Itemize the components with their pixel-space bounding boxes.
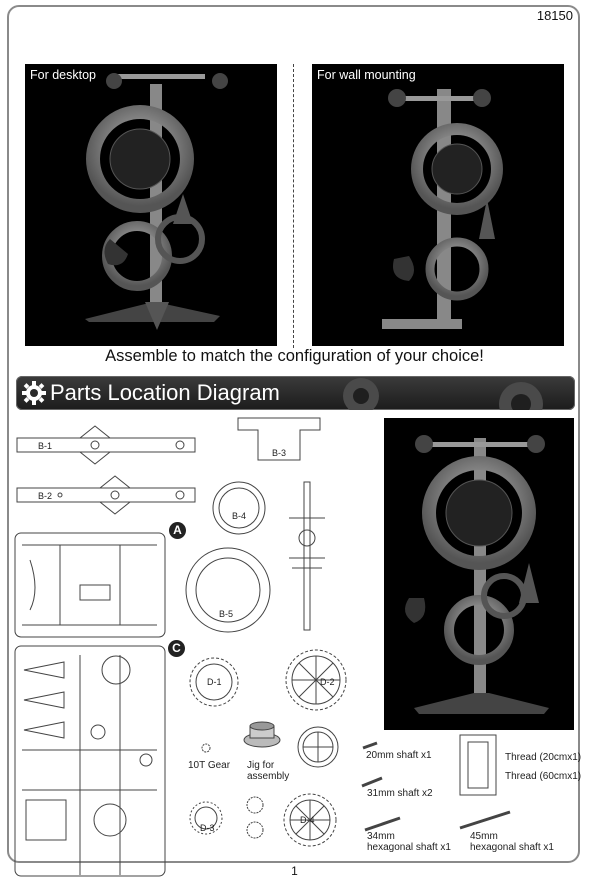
gear-icon bbox=[22, 381, 46, 405]
label-d3: D-3 bbox=[200, 823, 215, 833]
shaft-31mm bbox=[361, 776, 383, 788]
shaft-20mm bbox=[362, 741, 378, 750]
label-shaft-31mm: 31mm shaft x2 bbox=[367, 788, 433, 799]
label-shaft-20mm: 20mm shaft x1 bbox=[366, 750, 432, 761]
product-code: 18150 bbox=[536, 8, 573, 23]
label-b4: B-4 bbox=[232, 511, 247, 521]
section-banner: Parts Location Diagram bbox=[16, 376, 575, 410]
label-shaft-34mm: 34mm hexagonal shaft x1 bbox=[367, 831, 451, 853]
part-d3-gear bbox=[189, 801, 223, 835]
label-b5: B-5 bbox=[219, 609, 234, 619]
label-d1: D-1 bbox=[207, 677, 222, 687]
photo-wall: For wall mounting bbox=[312, 64, 564, 346]
part-b1-frame bbox=[16, 425, 196, 465]
page-number: 1 bbox=[291, 864, 298, 878]
sprue-a-badge: A bbox=[169, 522, 186, 539]
label-10t-gear: 10T Gear bbox=[188, 760, 231, 771]
photo-desktop: For desktop bbox=[25, 64, 277, 346]
part-b4-ring bbox=[212, 481, 266, 535]
page-border bbox=[7, 5, 580, 863]
clock-assembled-image bbox=[405, 435, 549, 714]
sprue-c-badge: C bbox=[168, 640, 185, 657]
part-d3-wheel bbox=[297, 726, 339, 768]
label-thread-20cm: Thread (20cmx1) bbox=[505, 752, 582, 763]
gear-decoration-icon bbox=[343, 378, 543, 410]
part-d1-gear bbox=[189, 657, 239, 707]
label-b3: B-3 bbox=[272, 448, 287, 458]
part-jig bbox=[243, 721, 281, 748]
label-shaft-45mm: 45mm hexagonal shaft x1 bbox=[470, 831, 554, 853]
part-b5-dial bbox=[185, 547, 271, 633]
label-thread-60cm: Thread (60cmx1) bbox=[505, 771, 582, 782]
shaft-34mm bbox=[364, 816, 401, 832]
parts-diagram bbox=[14, 417, 511, 877]
shaft-45mm bbox=[459, 810, 511, 830]
thread-spool bbox=[459, 734, 497, 796]
sprue-a bbox=[14, 532, 166, 638]
clock-wall-image bbox=[382, 89, 503, 329]
part-d2-gear bbox=[285, 649, 347, 711]
assembly-caption: Assemble to match the configuration of y… bbox=[105, 347, 484, 365]
section-title: Parts Location Diagram bbox=[50, 380, 280, 405]
photo-assembled-clock bbox=[384, 418, 574, 730]
label-d4: D-4 bbox=[300, 815, 315, 825]
label-jig: Jig for assembly bbox=[247, 760, 290, 782]
part-d4-gear bbox=[283, 793, 337, 847]
label-b1: B-1 bbox=[38, 441, 53, 451]
photo-divider bbox=[293, 64, 294, 348]
clock-desktop-image bbox=[85, 73, 228, 330]
label-b2: B-2 bbox=[38, 491, 53, 501]
part-b3-bracket bbox=[237, 417, 321, 461]
part-pendulum-rod bbox=[289, 481, 325, 631]
part-10t-gear bbox=[201, 743, 211, 753]
label-d2: D-2 bbox=[320, 677, 335, 687]
part-b2-frame bbox=[16, 475, 196, 515]
photo-wall-label: For wall mounting bbox=[317, 68, 416, 82]
photo-desktop-label: For desktop bbox=[30, 68, 97, 82]
sprue-c bbox=[14, 645, 166, 877]
